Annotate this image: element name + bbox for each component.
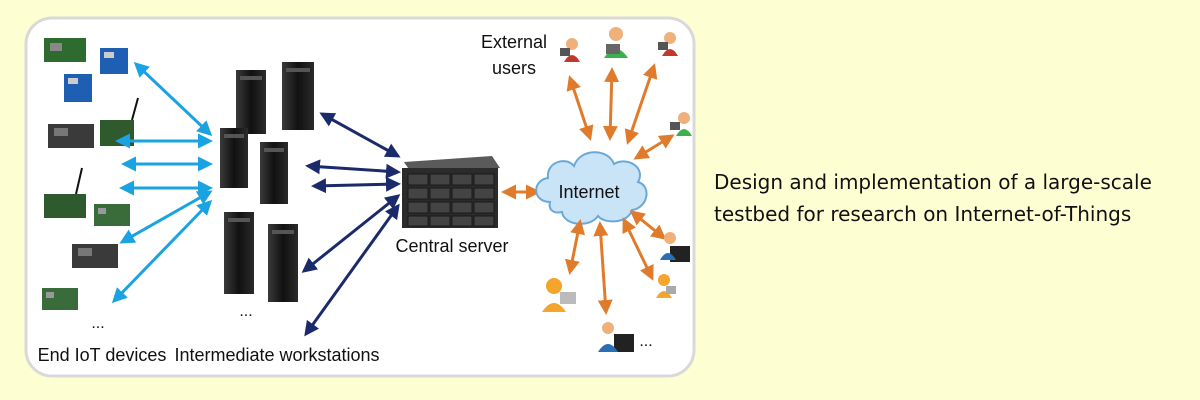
user-computer-icon [560, 38, 580, 62]
tower-pc-icon [282, 62, 314, 130]
iot-board-icon [64, 74, 92, 102]
iot-board-icon [94, 204, 130, 226]
iot-board-icon [42, 288, 78, 310]
ellipsis-devices: ... [91, 315, 104, 332]
ellipsis-users: ... [639, 333, 652, 350]
iot-board-icon [48, 124, 94, 148]
label-central-server: Central server [395, 236, 508, 256]
iot-board-icon [100, 48, 128, 74]
label-external-users-2: users [492, 58, 536, 78]
user-computer-icon [658, 32, 678, 56]
tower-pc-icon [268, 224, 298, 302]
label-intermediate-workstations: Intermediate workstations [174, 345, 379, 365]
user-computer-icon [542, 278, 576, 312]
user-computer-icon [656, 274, 676, 298]
user-computer-icon [604, 27, 628, 58]
label-end-iot-devices: End IoT devices [38, 345, 167, 365]
label-internet: Internet [558, 182, 619, 202]
iot-board-icon [72, 244, 118, 268]
user-computer-icon [670, 112, 692, 136]
tower-pc-icon [220, 128, 248, 188]
ellipsis-workstations: ... [239, 303, 252, 320]
caption-line-2: testbed for research on Internet-of-Thin… [714, 202, 1132, 226]
caption-line-1: Design and implementation of a large-sca… [714, 170, 1152, 194]
intermediate-workstations [220, 62, 314, 302]
label-external-users-1: External [481, 32, 547, 52]
iot-board-icon [44, 167, 86, 218]
iot-board-icon [44, 38, 86, 62]
user-computer-icon [660, 232, 690, 262]
external-users [542, 27, 692, 352]
workstation-server-links [301, 112, 401, 337]
internet-user-links [564, 63, 675, 315]
iot-testbed-diagram: External users Internet Central server E… [24, 16, 696, 378]
rack-server-icon [402, 156, 500, 228]
tower-pc-icon [236, 70, 266, 134]
user-computer-icon [598, 322, 634, 352]
tower-pc-icon [224, 212, 254, 294]
caption: Design and implementation of a large-sca… [714, 166, 1184, 230]
device-workstation-links [111, 61, 213, 304]
tower-pc-icon [260, 142, 288, 204]
